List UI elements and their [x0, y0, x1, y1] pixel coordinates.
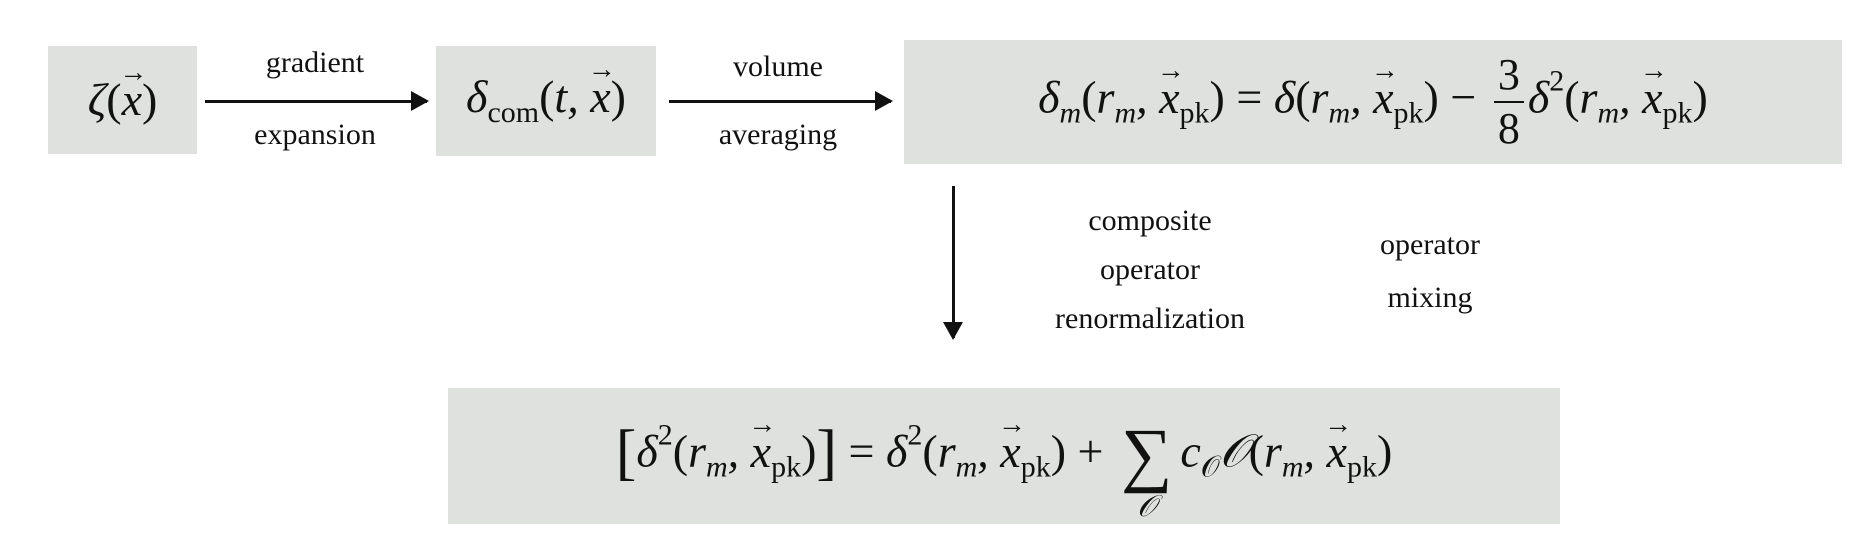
delta-com-expression: δcom(t, x) [466, 74, 626, 128]
node-zeta: ζ(x) [48, 46, 197, 154]
node-renormalized-operator: [δ2(rm, xpk)] = δ2(rm, xpk) + ∑𝒪c𝒪𝒪(rm, … [448, 388, 1560, 524]
edge-label-operator-mixing-2: mixing [1387, 281, 1473, 314]
edge-label-expansion: expansion [254, 118, 376, 151]
edge-label-right-block: operator mixing [1330, 218, 1530, 324]
edge-label-operator: operator [1100, 253, 1200, 286]
node-delta-com: δcom(t, x) [436, 46, 656, 156]
edge-label-operator-mixing-1: operator [1380, 228, 1480, 261]
arrow-volume-averaging [669, 91, 893, 111]
sum-operator: ∑𝒪 [1121, 414, 1173, 524]
edge-label-averaging: averaging [718, 118, 838, 151]
edge-label-renormalization: renormalization [1055, 302, 1245, 335]
edge-label-composite: composite [1088, 204, 1212, 237]
arrow-renormalization [943, 186, 963, 340]
edge-label-volume: volume [733, 50, 823, 83]
edge-label-gradient: gradient [265, 46, 365, 79]
edge-label-left-block: composite operator renormalization [1010, 196, 1290, 343]
renormalized-expression: [δ2(rm, xpk)] = δ2(rm, xpk) + ∑𝒪c𝒪𝒪(rm, … [616, 404, 1393, 522]
arrow-gradient-expansion [205, 91, 429, 111]
zeta-expression: ζ(x) [88, 77, 158, 123]
